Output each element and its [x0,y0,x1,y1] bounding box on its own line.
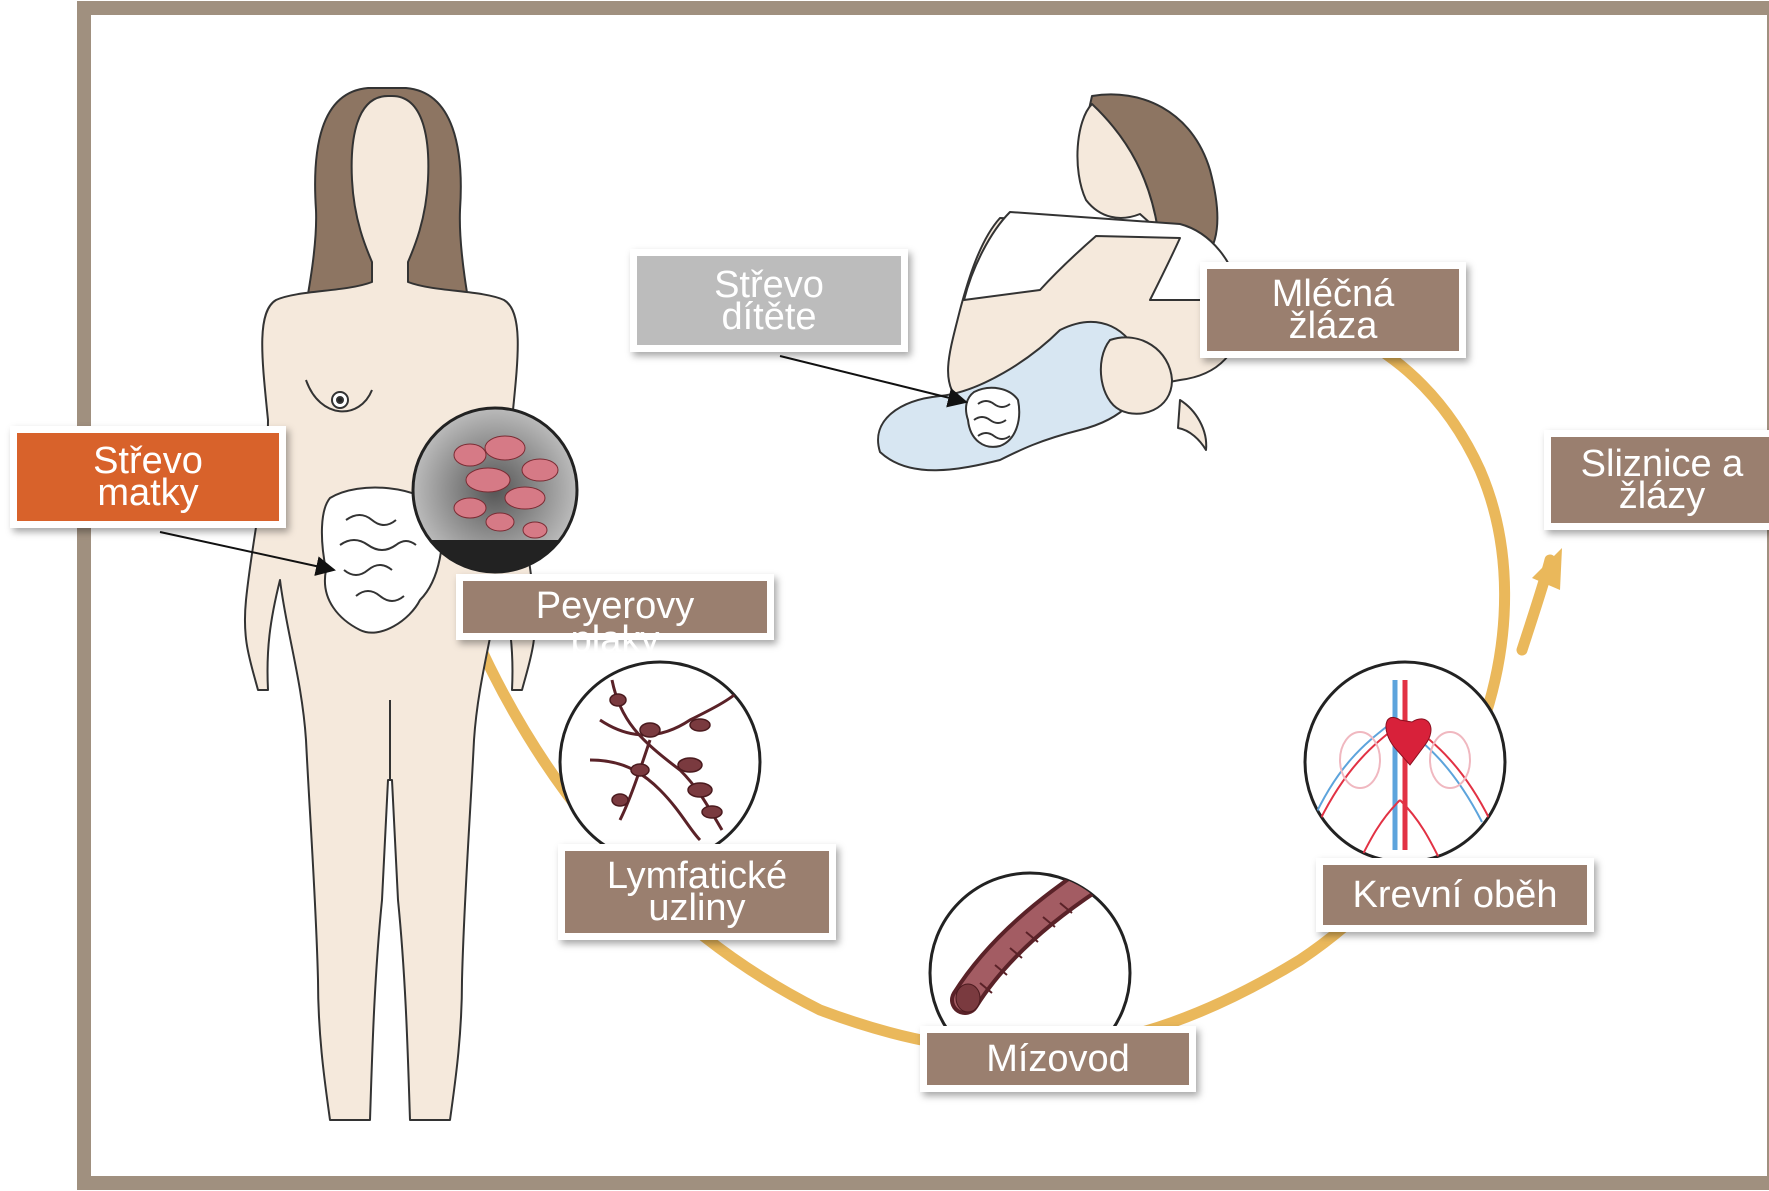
lymph-circle [560,662,760,862]
label-infant-gut-text: Střevo dítěte [714,269,824,333]
label-circulation: Krevní oběh [1316,858,1594,932]
label-thoracic-duct-text: Mízovod [986,1043,1130,1075]
nursing-mother [878,94,1240,470]
label-maternal-gut-text: Střevo matky [93,445,203,509]
mother-nipple-dot [337,397,343,403]
label-peyer-patches-text: Peyerovy plaky [536,589,694,657]
label-infant-gut: Střevo dítěte [630,249,908,352]
label-lymph-nodes-text: Lymfatické uzliny [607,860,787,924]
label-peyer-patches: Peyerovy plaky [456,574,774,640]
pointer-infant-gut [780,356,966,402]
label-mammary-gland: Mléčná žláza [1200,262,1466,358]
label-thoracic-duct: Mízovod [920,1026,1196,1092]
label-circulation-text: Krevní oběh [1353,879,1558,911]
label-maternal-gut: Střevo matky [10,426,286,528]
nursing-hand [1178,400,1206,450]
label-mucosa-glands-text: Sliznice a žlázy [1581,448,1744,512]
arrowhead-branch [1532,548,1562,590]
label-mammary-gland-text: Mléčná žláza [1272,278,1395,342]
blood-circle [1305,662,1505,862]
label-lymph-nodes: Lymfatické uzliny [558,844,836,940]
label-mucosa-glands: Sliznice a žlázy [1544,430,1769,530]
baby-intestine [966,388,1019,447]
